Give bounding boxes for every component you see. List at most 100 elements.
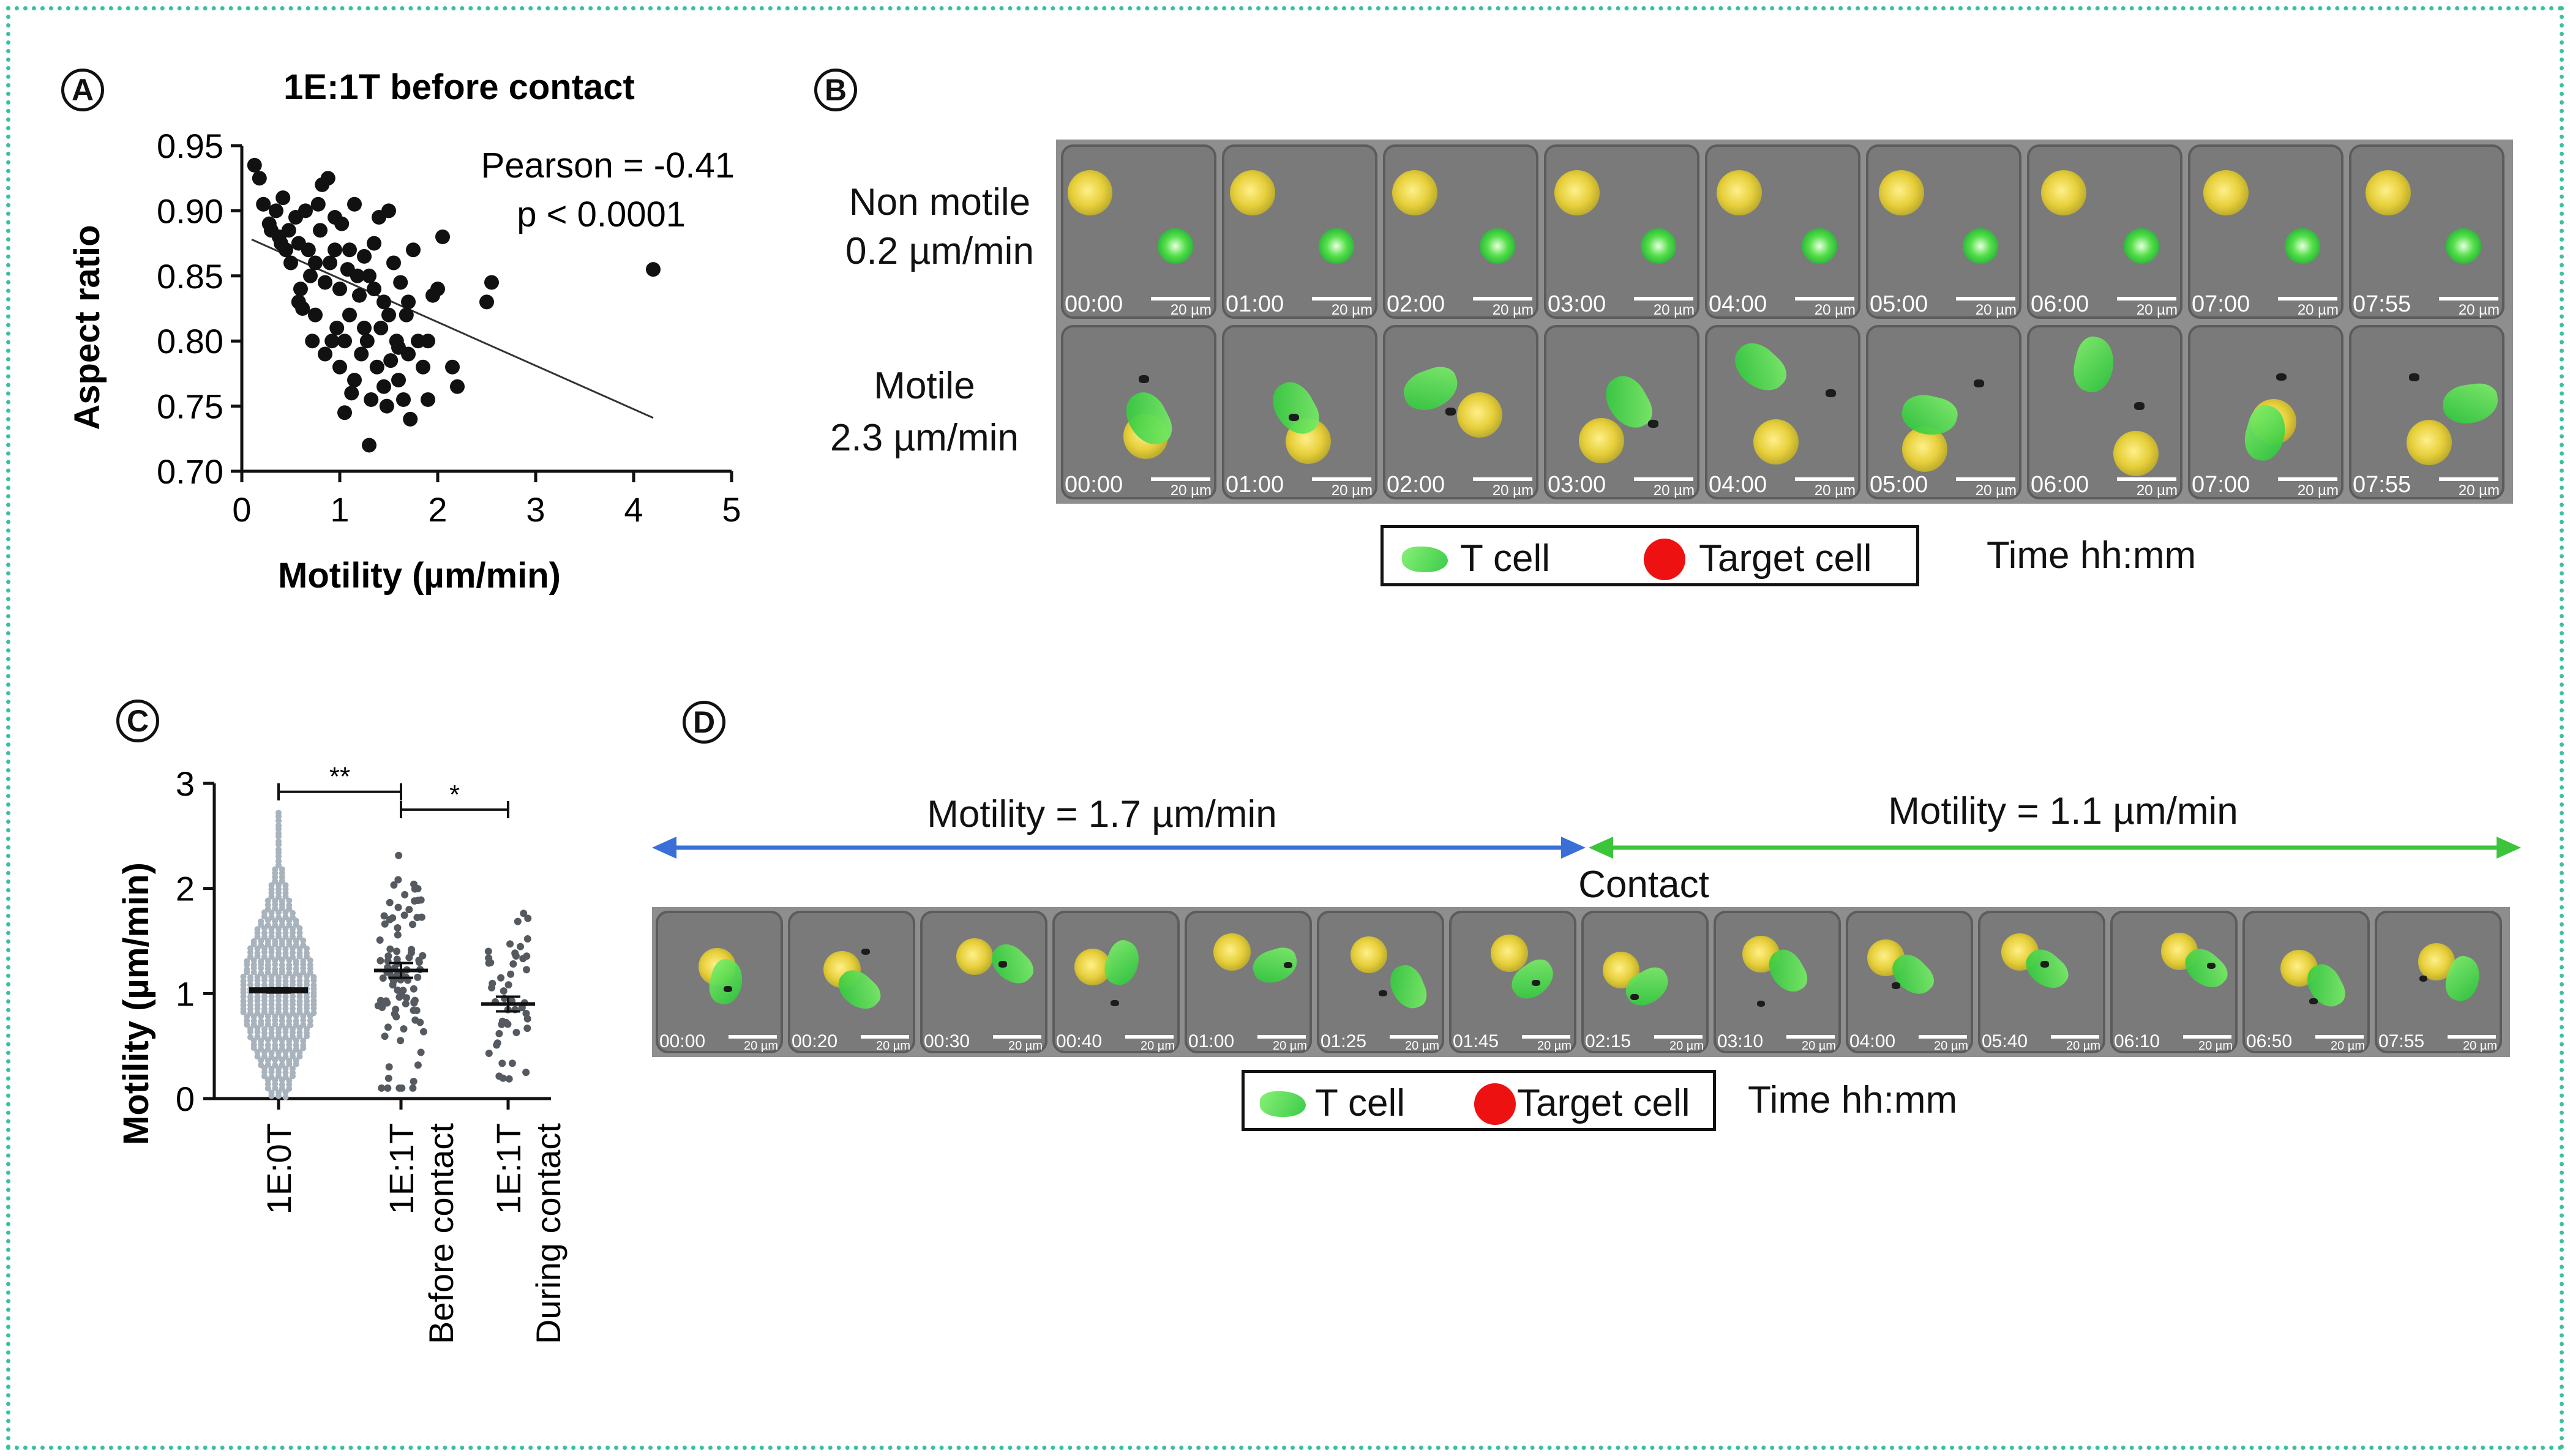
data-point [258,958,264,965]
y-tick-label: 0.75 [157,387,223,426]
bead [2409,373,2419,381]
data-point [247,993,253,1000]
data-point [264,897,271,904]
x-tick-label: 0 [232,490,251,529]
scale-bar [1786,1035,1835,1039]
data-point [247,954,253,960]
target-cell [2366,170,2411,216]
scatter-point [324,334,340,349]
y-tick-label: 1 [176,974,195,1013]
x-tick-label: 3 [526,490,545,529]
data-point [290,1010,296,1017]
data-point [290,933,296,940]
data-point [268,1089,275,1096]
scale-bar-label: 20 µm [1669,1039,1704,1053]
scatter-point [357,320,372,335]
data-point [286,938,293,944]
target-cell [1350,936,1387,974]
t-cell [984,937,1040,991]
data-point [286,1037,293,1044]
data-point [310,974,317,980]
data-point [386,898,394,906]
data-point [296,998,303,1004]
timestamp-label: 00:00 [1065,291,1123,317]
panel-c-label: C [116,700,159,742]
t-cell [1802,228,1838,264]
data-point [310,982,317,988]
data-point [247,1002,253,1009]
scatter-point [320,171,335,186]
data-point [499,1074,507,1082]
data-point [275,1026,282,1032]
data-point [512,1029,520,1037]
data-point [307,957,313,964]
data-point [484,947,492,955]
significance-label: * [449,780,460,810]
t-cell [1641,228,1677,264]
data-point [377,957,384,965]
legend-tcell-label: T cell [1315,1082,1406,1124]
data-point [384,1023,392,1031]
data-point [394,931,402,939]
scatter-point [367,236,381,251]
data-point [402,1000,410,1008]
scatter-point [275,190,291,206]
scatter-point [293,282,308,297]
scatter-point [318,275,332,290]
scale-bar [2439,477,2498,481]
scatter-point [308,255,323,271]
timestamp-label: 07:00 [2192,291,2250,317]
scatter-point [377,379,391,394]
scatter-point [479,294,494,310]
data-point [279,866,285,873]
data-point [258,1057,264,1064]
bead [1288,413,1299,422]
data-point [258,970,264,977]
scatter-point [283,255,298,271]
data-point [268,954,275,960]
scatter-point [383,353,399,368]
data-point [254,1033,261,1040]
panel-b-label: B [814,69,857,111]
scatter-point [350,268,365,283]
dotted-frame [6,6,2564,1450]
target-cell [1753,419,1799,465]
data-point [282,1034,289,1040]
bead [2309,998,2318,1005]
target-cell [2406,420,2452,466]
scale-bar-label: 20 µm [1141,1039,1175,1053]
scatter-point [430,282,445,297]
data-point [400,911,408,919]
scatter-point [298,203,313,218]
data-point [268,1066,275,1072]
scatter-point [318,346,332,362]
data-point [506,940,514,948]
blue-arrow-right-head [1561,837,1586,859]
data-point [282,914,289,920]
data-point [304,978,310,985]
chart-a-xlabel: Motility (µm/min) [278,556,561,595]
scale-bar-label: 20 µm [876,1039,910,1053]
data-point [290,954,296,960]
scatter-point [391,340,406,355]
timestamp-label: 01:00 [1226,472,1284,498]
bead [998,961,1007,968]
data-point [290,1066,296,1072]
target-cell [1229,170,1275,216]
scatter-point [347,196,362,212]
data-point [286,1058,293,1064]
data-point [523,1025,531,1032]
data-point [254,1002,261,1009]
data-point [508,1059,516,1067]
